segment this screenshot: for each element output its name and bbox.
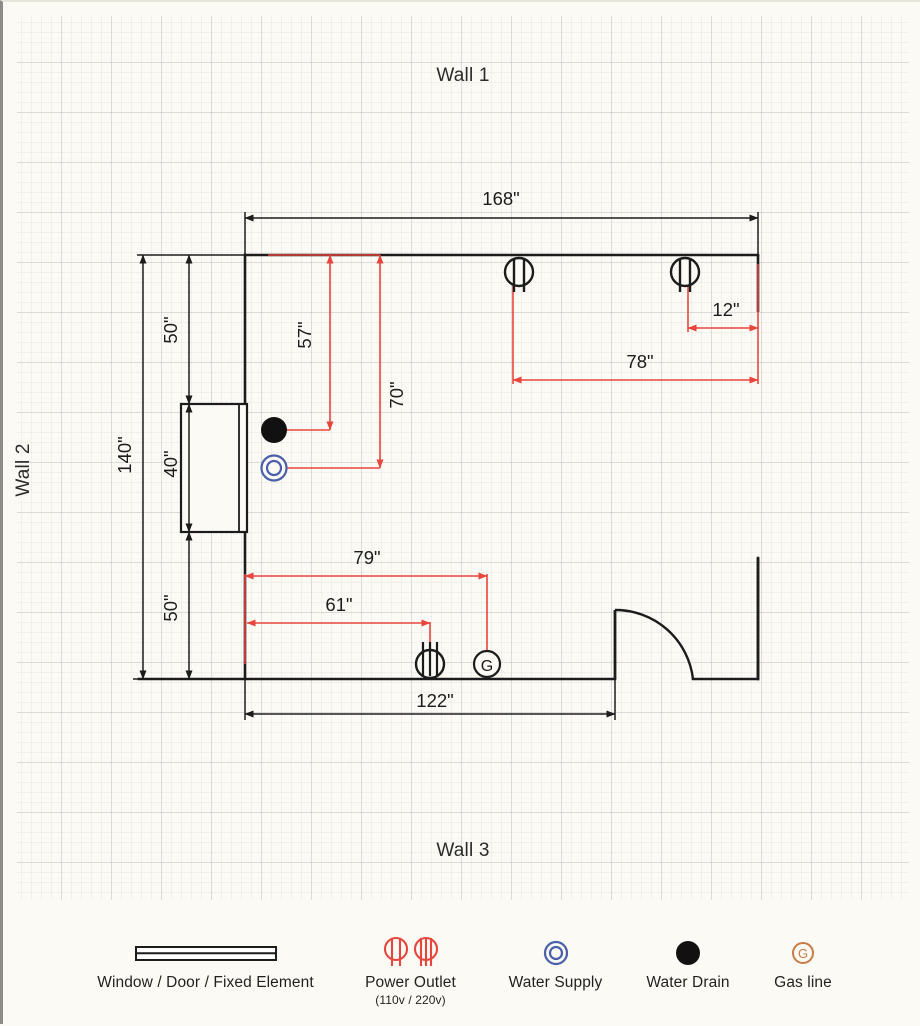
dimension-70: 70" [274, 254, 407, 469]
legend-item-gas-line: G Gas line [738, 932, 868, 992]
dimension-50-top-label: 50" [160, 316, 181, 343]
gas-line-symbol[interactable]: G [472, 649, 502, 679]
legend-item-water-drain: Water Drain [618, 932, 758, 992]
water-drain-icon [618, 932, 758, 974]
power-outlet-220v-bottom[interactable] [414, 642, 446, 680]
dimension-122-label: 122" [416, 690, 453, 711]
legend-label-gas-line: Gas line [774, 974, 832, 991]
wall-1-label: Wall 1 [436, 65, 490, 86]
window-fixed-element [179, 402, 249, 534]
dimension-79-label: 79" [353, 547, 380, 568]
legend-label-power: Power Outlet [365, 974, 456, 991]
dimension-50-bottom-label: 50" [160, 594, 181, 621]
dimension-61: 61" [246, 594, 431, 650]
power-outlet-110v-left[interactable] [503, 256, 535, 292]
dimension-168: 168" [244, 188, 759, 255]
dimension-61-label: 61" [325, 594, 352, 615]
door-swing-arc [614, 608, 695, 680]
graph-paper-background [17, 16, 909, 900]
dimension-57-label: 57" [294, 321, 315, 348]
legend-item-power: Power Outlet (110v / 220v) [343, 932, 478, 1007]
dimension-40-label: 40" [160, 450, 181, 477]
dimension-57: 57" [268, 254, 334, 431]
legend-label-window: Window / Door / Fixed Element [97, 974, 314, 991]
window-door-swatch [33, 932, 378, 974]
legend-label-water-drain: Water Drain [646, 974, 730, 991]
dimension-12: 12" [687, 280, 759, 332]
legend-item-window: Window / Door / Fixed Element [33, 932, 378, 992]
gas-symbol-letter: G [481, 658, 493, 675]
legend-item-water-supply: Water Supply [473, 932, 638, 992]
water-drain-symbol[interactable] [261, 417, 287, 443]
svg-text:G: G [798, 946, 808, 961]
dimension-168-label: 168" [482, 188, 519, 209]
dimension-78-label: 78" [626, 351, 653, 372]
dimension-left-segments: 50" 40" 50" [160, 254, 199, 680]
gas-line-icon: G [738, 932, 868, 974]
water-supply-icon [473, 932, 638, 974]
legend: Window / Door / Fixed Element Power Ou [3, 902, 920, 1026]
legend-sub-power: (110v / 220v) [375, 993, 446, 1007]
dimension-122: 122" [244, 679, 616, 720]
dimension-70-label: 70" [386, 381, 407, 408]
wall-3-label: Wall 3 [436, 840, 490, 861]
dimension-78: 78" [512, 264, 759, 384]
water-supply-symbol[interactable] [260, 454, 288, 482]
door [613, 558, 760, 680]
power-outlet-icon [343, 932, 478, 974]
floor-plan-drawing: 168" 140" 50" 40" 50" 122" [114, 188, 760, 720]
dimension-140-label: 140" [114, 436, 135, 473]
dimension-79: 79" [244, 547, 488, 664]
dimension-12-label: 12" [712, 299, 739, 320]
legend-label-water-supply: Water Supply [508, 974, 603, 991]
power-outlet-110v-right[interactable] [669, 256, 701, 292]
